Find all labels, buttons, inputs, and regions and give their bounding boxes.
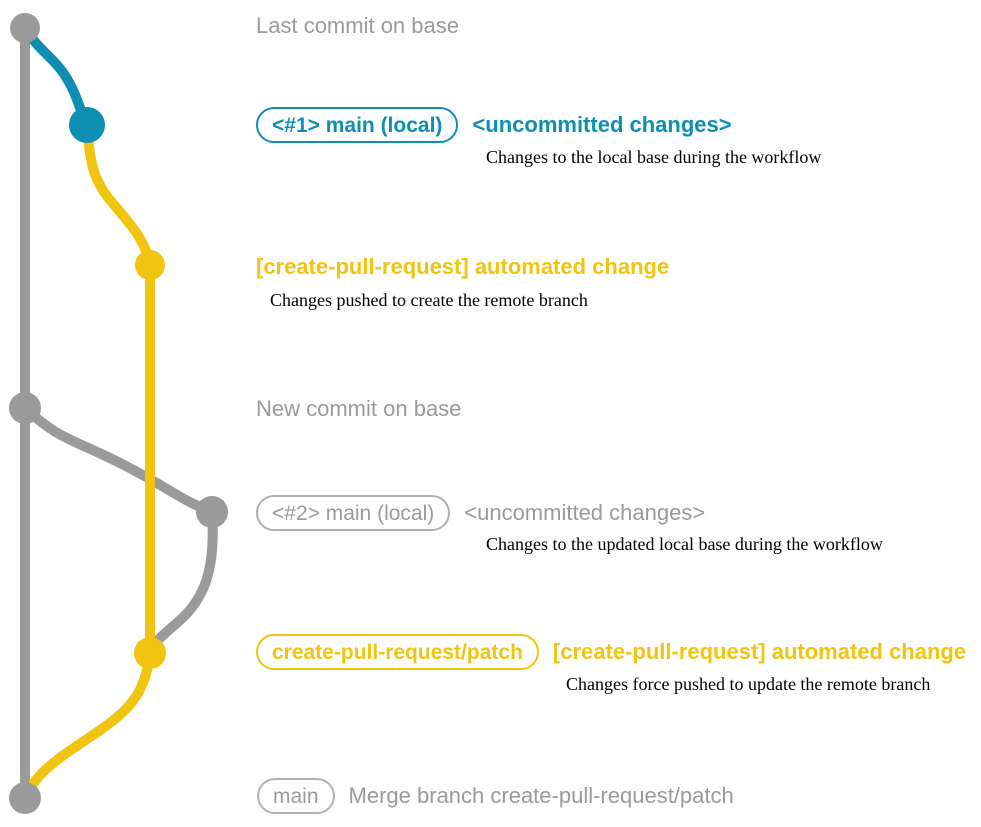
row-remote-automated-change-1: [create-pull-request] automated change xyxy=(256,249,669,285)
commit-note-local-uncommitted-1: Changes to the local base during the wor… xyxy=(486,147,822,167)
commit-note-remote-automated-change-2: Changes force pushed to update the remot… xyxy=(566,674,931,694)
commit-note-local-uncommitted-2: Changes to the updated local base during… xyxy=(486,534,883,554)
commit-node-new-commit-on-base[interactable] xyxy=(9,392,41,424)
row-local-uncommitted-1: <#1> main (local) <uncommitted changes> xyxy=(256,107,732,143)
commit-node-merge-commit[interactable] xyxy=(9,782,41,814)
commit-node-remote-automated-change-2[interactable] xyxy=(134,637,166,669)
commit-subject-remote-automated-change-1: [create-pull-request] automated change xyxy=(256,254,670,279)
ref-pill-main-local-2[interactable]: <#2> main (local) xyxy=(256,495,451,531)
commit-node-last-commit-on-base[interactable] xyxy=(10,13,40,43)
commit-note-remote-automated-change-1: Changes pushed to create the remote bran… xyxy=(270,290,588,310)
edge-local1-to-remote1 xyxy=(82,120,155,270)
row-local-uncommitted-2: <#2> main (local) <uncommitted changes> xyxy=(256,495,705,531)
commit-subject-local-uncommitted-2: <uncommitted changes> xyxy=(464,500,706,525)
commit-node-remote-automated-change-1[interactable] xyxy=(135,250,165,280)
ref-pill-create-pull-request-patch[interactable]: create-pull-request/patch xyxy=(256,634,539,670)
ref-pill-main-local-1[interactable]: <#1> main (local) xyxy=(256,107,459,143)
commit-subject-new-commit-on-base: New commit on base xyxy=(256,396,462,421)
row-merge-commit: main Merge branch create-pull-request/pa… xyxy=(257,778,734,814)
edge-remote-merge-to-base xyxy=(20,648,155,803)
commit-subject-last-commit-on-base: Last commit on base xyxy=(256,13,459,38)
ref-pill-main[interactable]: main xyxy=(257,778,335,814)
commit-subject-local-uncommitted-1: <uncommitted changes> xyxy=(472,112,732,137)
commit-subject-merge-commit: Merge branch create-pull-request/patch xyxy=(348,783,734,808)
edge-base-to-local2 xyxy=(20,403,217,517)
commit-node-local-uncommitted-1[interactable] xyxy=(69,107,105,143)
commit-node-local-uncommitted-2[interactable] xyxy=(196,496,228,528)
commit-subject-remote-automated-change-2: [create-pull-request] automated change xyxy=(552,639,967,664)
row-remote-automated-change-2: create-pull-request/patch [create-pull-r… xyxy=(256,634,966,670)
